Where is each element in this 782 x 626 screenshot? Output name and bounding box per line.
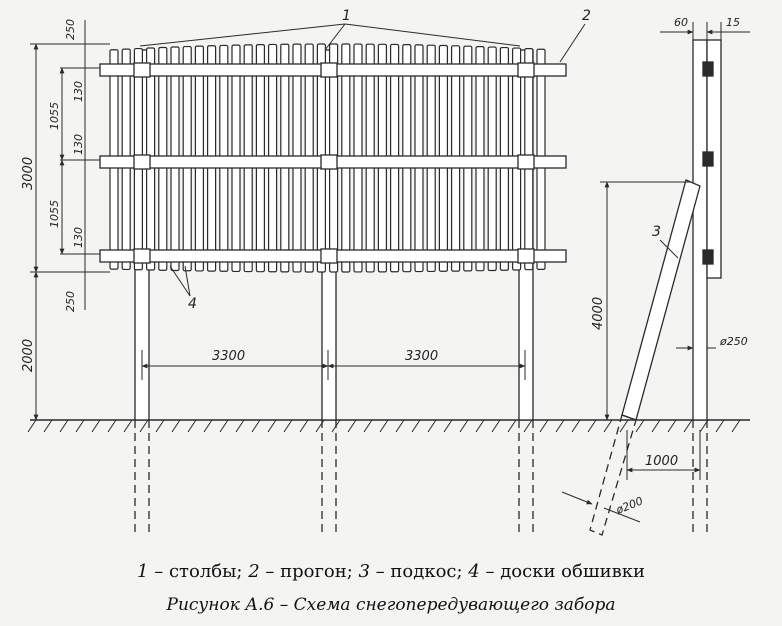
dim-rail-mid: 130 <box>72 134 85 155</box>
figure-title: Рисунок А.6 – Схема снегопередувающего з… <box>166 595 616 615</box>
rail <box>99 154 567 170</box>
dim-post-spacing-left: 3300 <box>212 349 245 364</box>
dimension-lines <box>30 20 750 523</box>
legend-num-3: 3 <box>358 561 370 582</box>
dim-total-height: 4000 <box>591 297 606 330</box>
legend-num-1: 1 <box>137 561 149 582</box>
dim-rail-top: 130 <box>72 81 85 102</box>
dim-brace-offset: 1000 <box>645 454 678 469</box>
dim-bottom-gap: 250 <box>64 291 77 312</box>
dim-span-upper: 1055 <box>48 102 61 130</box>
dim-span-lower: 1055 <box>48 200 61 228</box>
dim-side-post-width: 60 <box>674 16 688 29</box>
dim-post-diameter: ø250 <box>719 335 748 348</box>
ground <box>27 419 750 433</box>
legend-num-4: 4 <box>468 561 480 582</box>
rails <box>99 62 567 264</box>
dim-rail-low: 130 <box>72 227 85 248</box>
dim-post-spacing-right: 3300 <box>405 349 438 364</box>
dim-board-height: 3000 <box>21 157 36 190</box>
figure-caption: 1 – столбы; 2 – прогон; 3 – подкос; 4 – … <box>0 560 782 616</box>
dim-brace-diameter: ø200 <box>613 494 645 517</box>
legend: 1 – столбы; 2 – прогон; 3 – подкос; 4 – … <box>0 560 782 584</box>
callout-posts: 1 <box>342 8 351 24</box>
callout-rail: 2 <box>582 8 591 24</box>
callout-boards: 4 <box>188 296 197 312</box>
legend-text-3: – подкос; <box>369 561 469 582</box>
legend-num-2: 2 <box>248 561 260 582</box>
rail <box>99 62 567 78</box>
fence-drawing: 250 3000 1055 130 130 1055 130 250 2000 … <box>21 8 750 536</box>
legend-text-4: – доски обшивки <box>479 561 645 582</box>
legend-text-2: – прогон; <box>259 561 359 582</box>
legend-text-1: – столбы; <box>148 561 249 582</box>
dim-side-board-thickness: 15 <box>726 16 740 29</box>
callout-brace: 3 <box>652 224 661 240</box>
callout-labels: 1 2 3 4 <box>188 8 661 312</box>
dim-ground-clearance: 2000 <box>21 339 36 372</box>
side-view <box>589 39 722 536</box>
dim-top-gap: 250 <box>64 19 77 40</box>
rail <box>99 248 567 264</box>
